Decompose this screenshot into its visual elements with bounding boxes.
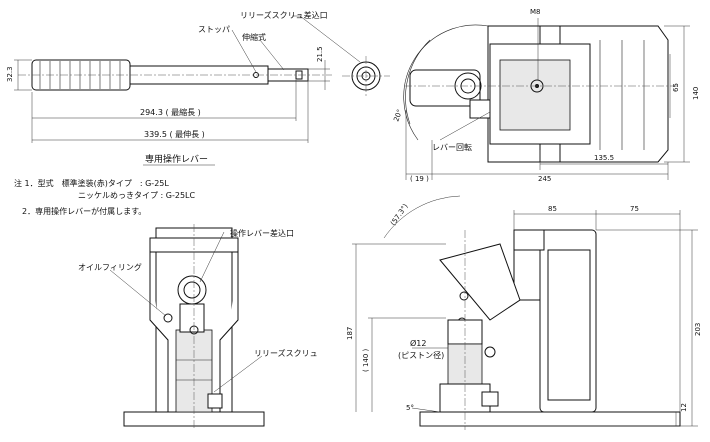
dim-135-5: 135.5	[594, 154, 614, 162]
dim-187: 187	[346, 327, 354, 340]
dim-phi12: Ø12	[410, 338, 426, 348]
lever-tip-dim: 21.5	[316, 46, 324, 62]
label-lever-rotation: レバー回転	[432, 143, 472, 152]
dim-5deg: 5°	[406, 404, 414, 412]
dim-140-side: ( 140 )	[362, 348, 370, 372]
label-release-screw-insert: リリーズスクリュ差込口	[240, 10, 328, 20]
dim-75: 75	[630, 205, 639, 213]
note-line-1: 注 1．型式 標準塗装(赤)タイプ : G-25L	[14, 178, 169, 188]
dim-65: 65	[672, 83, 680, 92]
lever-min-length-dim: 294.3 ( 最縮長 )	[140, 107, 201, 117]
front-view	[109, 224, 265, 430]
label-oil-filling: オイルフィリング	[78, 262, 142, 272]
lever-diameter-dim: 32.3	[6, 66, 14, 82]
lever-max-length-dim: 339.5 ( 最伸長 )	[144, 129, 205, 139]
label-lever-insert: 操作レバー差込口	[230, 228, 294, 238]
label-stopper: ストッパ	[198, 25, 230, 34]
lever-caption: 専用操作レバー	[145, 153, 208, 165]
dim-245: 245	[538, 175, 551, 183]
label-telescopic: 伸縮式	[242, 32, 266, 42]
dim-20deg: 20°	[392, 108, 404, 122]
dim-12: 12	[680, 403, 688, 412]
side-view	[352, 195, 698, 430]
top-view	[403, 18, 690, 180]
dim-203: 203	[694, 323, 702, 336]
dim-140-top: 140	[692, 87, 700, 100]
operating-lever	[14, 15, 390, 143]
label-piston-diameter: (ピストン径)	[398, 350, 444, 360]
note-line-3: 2．専用操作レバーが付属します。	[22, 206, 146, 216]
label-m8: M8	[530, 8, 541, 16]
dim-19: ( 19 )	[410, 175, 429, 183]
note-line-2: ニッケルめっきタイプ : G-25LC	[78, 191, 196, 200]
label-release-screw: リリーズスクリュ	[254, 348, 318, 358]
dim-85: 85	[548, 205, 557, 213]
